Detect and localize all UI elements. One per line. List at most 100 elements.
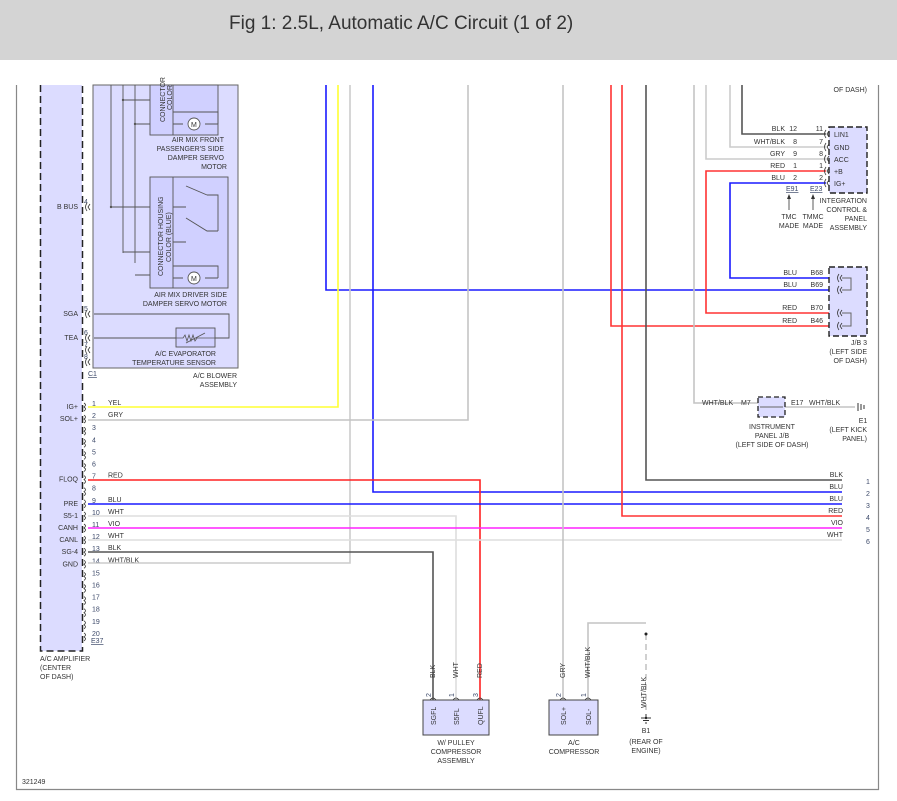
driver-servo-label-2: DAMPER SERVO MOTOR	[143, 301, 227, 308]
integration-pin-number: 2	[819, 175, 823, 182]
driver-connector-label-1: CONNECTOR HOUSING	[158, 196, 165, 276]
ground-b1-label-1: (REAR OF	[629, 739, 662, 746]
tmc-label-1: TMC	[781, 214, 796, 221]
e37-pin-number: 11	[92, 522, 99, 529]
instrument-panel-jb: WHT/BLK M7 E17 WHT/BLK INSTRUMENT PANEL …	[702, 396, 840, 449]
output-wire-color: BLK	[830, 472, 844, 479]
pulley-label-3: ASSEMBLY	[437, 758, 475, 765]
pulley_compressor-pin-name: QUFL	[478, 706, 485, 725]
e37-pin-number: 2	[92, 413, 96, 420]
connector-e91: E91	[786, 186, 799, 193]
integration-label-1: INTEGRATION	[820, 198, 867, 205]
wire-red-out4	[621, 85, 842, 517]
integration-wire-color: WHT/BLK	[754, 139, 785, 146]
jb3-wire-color: BLU	[783, 270, 797, 277]
connector-icon	[452, 697, 460, 701]
integration-wire-color: BLU	[771, 175, 785, 182]
front-connector-label-2: COLOR	[167, 85, 174, 110]
pulley_compressor-pin-name: S5FL	[454, 708, 461, 725]
c1-pin-name: SGA	[63, 311, 78, 318]
wire-whtblk-m7	[693, 85, 758, 404]
integration-pin-number: 11	[816, 126, 823, 133]
connector-icon	[85, 202, 91, 212]
integration-wire-color: RED	[770, 163, 785, 170]
output-wire-color: WHT	[827, 532, 844, 539]
jb3-wire-color: RED	[782, 318, 797, 325]
jb3-pin-number: B69	[811, 282, 824, 289]
front-servo-label-2: PASSENGER'S SIDE	[157, 146, 225, 153]
e37-wire-color: YEL	[108, 400, 121, 407]
wire-gry-pin14	[88, 85, 351, 564]
figure-header: Fig 1: 2.5L, Automatic A/C Circuit (1 of…	[0, 0, 897, 60]
wire-blu-b69	[325, 85, 842, 291]
wire-red-b46	[610, 85, 842, 327]
e37-pin-number: 9	[92, 498, 96, 505]
output-wire-color: BLU	[829, 484, 843, 491]
e37-pin-number: 17	[92, 595, 100, 602]
ground-e1-label-1: (LEFT KICK	[829, 427, 867, 434]
e37-pin-number: 6	[92, 462, 96, 469]
integration-label-2: CONTROL &	[826, 207, 867, 214]
front-servo-label-3: DAMPER SERVO	[168, 155, 225, 162]
output-number: 6	[866, 539, 870, 546]
diagram-frame	[15, 85, 880, 791]
connector-icon	[85, 357, 91, 367]
e17-wire-label: WHT/BLK	[809, 400, 840, 407]
connector-e17: E17	[791, 400, 804, 407]
c1-pin-name: B BUS	[57, 204, 78, 211]
connector-m7: M7	[741, 400, 751, 407]
output-wire-color: VIO	[831, 520, 844, 527]
connector-c1: C1	[88, 371, 97, 378]
amplifier-label-3: OF DASH)	[40, 674, 73, 681]
connector-icon	[584, 697, 592, 701]
integration-pin-number: 1	[819, 163, 823, 170]
output-number: 5	[866, 527, 870, 534]
ground-b1-wire-label: WHT/BLK	[641, 677, 648, 708]
integration-from-pin: 8	[793, 139, 797, 146]
output-number: 3	[866, 503, 870, 510]
ground-b1-id: B1	[642, 728, 651, 735]
pulley_compressor-wire-color: WHT	[453, 661, 460, 678]
e37-pin-number: 18	[92, 607, 100, 614]
pulley_compressor-pin-name: SGFL	[431, 707, 438, 725]
c1-pin-number: 5	[84, 306, 88, 313]
e37-wire-color: WHT	[108, 509, 125, 516]
jb3-pin-number: B46	[811, 318, 824, 325]
motor-symbol: M	[191, 276, 197, 283]
connector-icon	[83, 559, 86, 569]
integration-pin-name: +B	[834, 169, 843, 176]
e37-pin-name: CANL	[59, 537, 78, 544]
connector-icon	[83, 487, 86, 497]
output-number: 2	[866, 491, 870, 498]
integration-from-pin: 2	[793, 175, 797, 182]
wires	[88, 85, 855, 714]
connector-e23: E23	[810, 186, 823, 193]
front-servo-motor: M CONNECTOR COLOR AIR MIX FRONT PASSENGE…	[149, 77, 227, 171]
integration-pin-number: 7	[819, 139, 823, 146]
wire-yel-ig	[88, 85, 339, 408]
c1-pin-number: 6	[84, 330, 88, 337]
jb3-label-1: J/B 3	[851, 340, 867, 347]
e37-pin-number: 10	[92, 510, 100, 517]
e37-pin-number: 5	[92, 449, 96, 456]
e37-pin-number: 8	[92, 486, 96, 493]
integration-from-pin: 1	[793, 163, 797, 170]
connector-icon	[824, 129, 830, 139]
figure-title: Fig 1: 2.5L, Automatic A/C Circuit (1 of…	[229, 13, 574, 34]
connector-icon	[85, 345, 91, 355]
ac_compressor-pin-number: 2	[556, 693, 563, 697]
e37-wire-color: WHT	[108, 533, 125, 540]
c1-pin-name: TEA	[64, 335, 78, 342]
integration-from-pin: 12	[789, 126, 797, 133]
jb3-wire-color: RED	[782, 305, 797, 312]
connector-icon	[83, 499, 86, 509]
connector-icon	[83, 547, 86, 557]
e37-pin-number: 3	[92, 425, 96, 432]
jb3-label-3: OF DASH)	[834, 358, 867, 365]
ac-blower-assembly: M CONNECTOR COLOR AIR MIX FRONT PASSENGE…	[92, 77, 239, 389]
e37-pin-name: GND	[62, 561, 78, 568]
